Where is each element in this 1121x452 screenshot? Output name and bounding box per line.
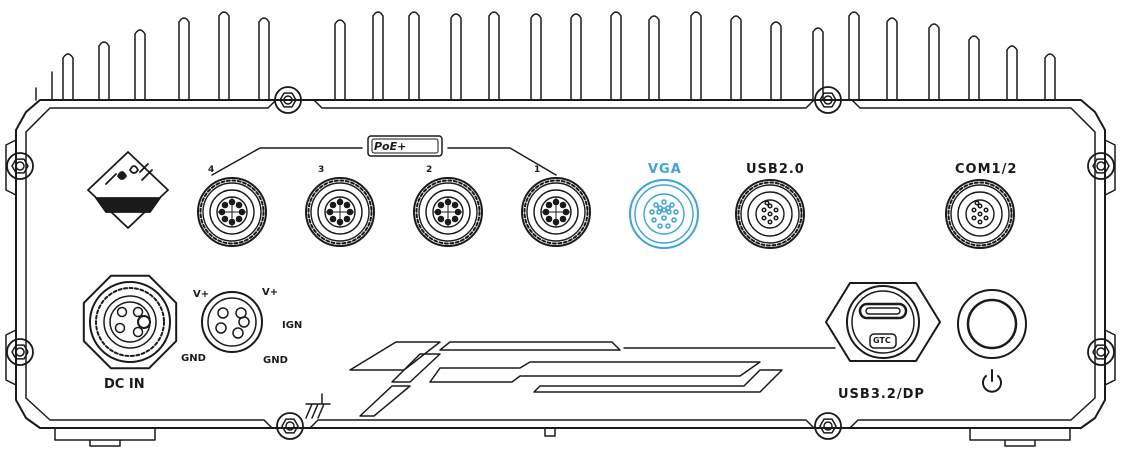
screw (814, 86, 842, 114)
screws (6, 86, 1115, 440)
enclosure-outline (15, 99, 1106, 429)
power-terminal-block[interactable] (201, 291, 263, 353)
decorative-swoosh (349, 341, 836, 417)
heatsink-fin (530, 13, 542, 101)
heatsink-fin (98, 41, 110, 101)
left-ear (5, 139, 17, 386)
dc-in-label: DC IN (104, 377, 145, 392)
heatsink-fin (218, 11, 230, 101)
waterproof-logo-icon (87, 151, 169, 229)
dc-in-connector[interactable] (82, 274, 178, 370)
chassis-ground-icon (305, 393, 331, 419)
port-2-number: 2 (426, 165, 433, 175)
poe-label: PoE+ (374, 140, 407, 153)
gtc-label: GTC (873, 336, 891, 345)
usb32-cap-ring (846, 285, 920, 359)
foot-right (969, 427, 1071, 447)
heatsink-fin (258, 17, 270, 101)
heatsink-fin (610, 11, 622, 101)
vga-label: VGA (648, 162, 682, 177)
port-4-number: 4 (208, 165, 215, 175)
screw (274, 86, 302, 114)
heatsink-fin (812, 27, 824, 101)
heatsink-fin (848, 11, 860, 101)
gtc-badge (869, 333, 897, 349)
screw (276, 412, 304, 440)
heatsink-fin (1006, 45, 1018, 101)
poe-badge (367, 135, 443, 157)
vga-port[interactable] (629, 179, 699, 249)
heatsink-fin (408, 11, 420, 101)
com-port[interactable] (945, 179, 1015, 249)
heatsink-fin (334, 19, 346, 101)
usb-c-port[interactable] (858, 302, 908, 320)
usb20-port[interactable] (735, 179, 805, 249)
heatsink-fin (928, 23, 940, 101)
foot-left (54, 427, 156, 447)
heatsink-fin (488, 11, 500, 101)
poe-port-4[interactable] (197, 177, 267, 247)
poe-bracket (211, 147, 557, 176)
v-plus-right-label: V+ (262, 287, 279, 298)
screw (1087, 338, 1115, 366)
v-plus-left-label: V+ (193, 289, 210, 300)
port-1-number: 1 (534, 165, 541, 175)
poe-port-1[interactable] (521, 177, 591, 247)
heatsink-fin (770, 21, 782, 101)
heatsink-fin (62, 53, 74, 101)
gnd-left-label: GND (181, 353, 206, 364)
gnd-right-label: GND (263, 355, 288, 366)
usb32-label: USB3.2/DP (838, 387, 925, 402)
screw (6, 338, 34, 366)
usb20-label: USB2.0 (746, 162, 805, 177)
heatsink-fin (178, 17, 190, 101)
heatsink-fin (134, 29, 146, 101)
heatsink-fin (730, 15, 742, 101)
poe-port-2[interactable] (413, 177, 483, 247)
heatsink-fin (886, 17, 898, 101)
power-icon (982, 369, 1002, 393)
usb32-hex-nut (825, 282, 941, 362)
heatsink-fin (690, 11, 702, 101)
heatsink-fin (968, 35, 980, 101)
heatsink-fin (648, 15, 660, 101)
power-button[interactable] (966, 298, 1018, 350)
screw (6, 152, 34, 180)
screw (814, 412, 842, 440)
heatsink-fins (35, 11, 1056, 101)
screw (1087, 152, 1115, 180)
ports (82, 177, 1015, 370)
right-ear (1104, 139, 1116, 386)
heatsink-fin (1044, 53, 1056, 101)
enclosure-inner-bevel (25, 99, 1096, 429)
heatsink-fin (450, 13, 462, 101)
com-label: COM1/2 (955, 162, 1018, 177)
heatsink-fin (372, 11, 384, 101)
port-3-number: 3 (318, 165, 325, 175)
ign-label: IGN (282, 320, 303, 331)
heatsink-fin (570, 13, 582, 101)
power-button-bezel (957, 289, 1027, 359)
bottom-tab (544, 427, 556, 437)
poe-port-3[interactable] (305, 177, 375, 247)
